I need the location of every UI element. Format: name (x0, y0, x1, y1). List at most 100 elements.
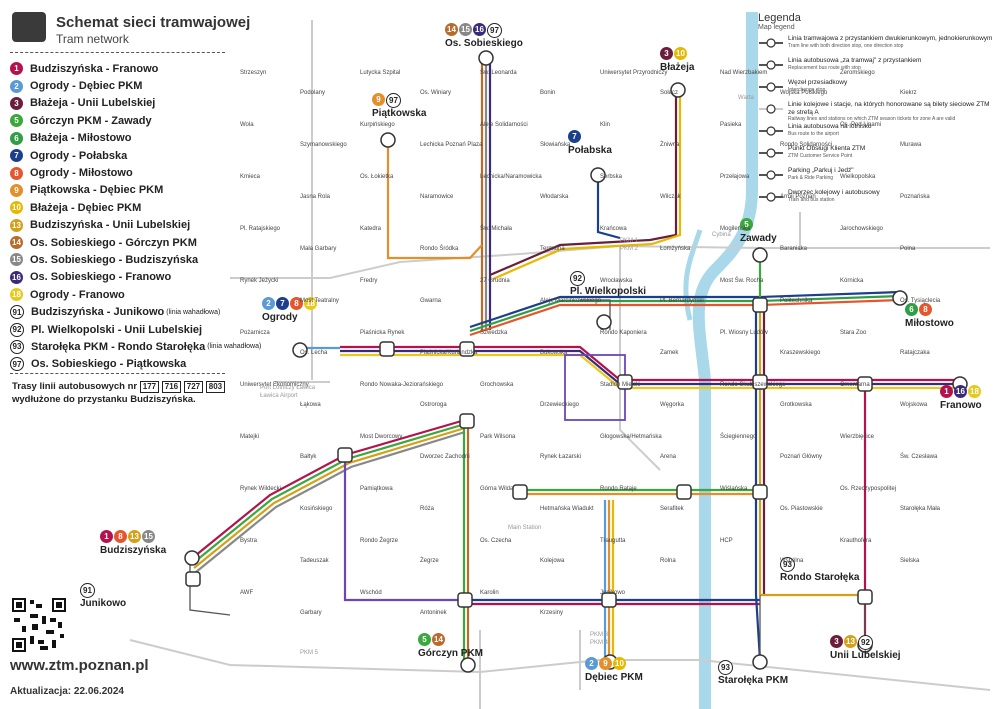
route-label: Os. Sobieskiego - Budziszyńska (30, 253, 199, 266)
bus-line-icon (758, 57, 784, 73)
terminal-lines: 92 (570, 271, 585, 286)
stop-label: Kmieca (240, 174, 261, 180)
route-label: Budziszyńska - Junikowo (31, 306, 165, 319)
terminal-lines: 93 (718, 660, 733, 675)
stop-label: Sołacz (660, 90, 679, 96)
divider (10, 373, 225, 374)
line-number-badge: 2 (585, 657, 598, 670)
line-number-badge: 3 (660, 47, 673, 60)
route-item: 91 Budziszyńska - Junikowo(linia wahadłow… (10, 303, 230, 320)
legend-subtitle: Map legend (758, 24, 795, 31)
tram-line-icon (758, 35, 784, 51)
route-number-badge: 15 (10, 253, 23, 267)
stop-label: Stara Zoo (840, 330, 867, 336)
customer-service-icon (758, 145, 784, 161)
terminal-label: Dębiec PKM (585, 672, 643, 683)
route-label: Piątkowska - Dębiec PKM (30, 184, 164, 197)
stop-label: Jarochowskiego (840, 226, 884, 232)
route-note: (linia wahadłowa) (166, 308, 221, 316)
line-number-badge: 14 (445, 23, 458, 36)
pkm-label: PKM 3 (590, 632, 609, 638)
stop-label: Klin (600, 122, 611, 128)
stop-label: Wiślańska (720, 486, 748, 492)
station-icon (758, 189, 784, 205)
route-number-badge: 5 (10, 114, 23, 128)
stop-label: Murawa (900, 142, 922, 148)
route-label: Górczyn PKM - Zawady (30, 114, 152, 127)
legend-text-en: Park & Ride Parking (788, 174, 834, 181)
legend-text-en: ZTM Customer Service Point (788, 152, 853, 159)
stop-label: Jasna Rola (300, 194, 331, 200)
line-number-badge: 15 (459, 23, 472, 36)
stop-label: Rondo Żegrze (360, 538, 399, 544)
railway-icon (758, 101, 784, 117)
stop-label: Wschód (360, 590, 382, 596)
terminal-lines: 91 (80, 583, 95, 598)
stop-label: Most Dworcowy (360, 434, 403, 440)
stop-label: Stadion Miejski (600, 382, 641, 388)
stop-label: Pamiątkowa (360, 486, 393, 492)
stop-label: Tadeuszak (300, 558, 329, 564)
line-number-badge: 91 (80, 583, 95, 598)
website-link[interactable]: www.ztm.poznan.pl (10, 657, 149, 674)
terminal-lines: 7 (568, 130, 581, 143)
stop-label: Sielska (900, 558, 920, 564)
stop-label: Wilczak (660, 194, 681, 200)
terminal-label: Budziszyńska (100, 545, 167, 556)
legend-text-en: Railway lines and stations on which ZTM … (788, 116, 956, 122)
route-label: Błażeja - Unii Lubelskiej (30, 97, 156, 110)
bus-line-box: 716 (161, 381, 182, 393)
stop-label: Strzeszyn (240, 70, 267, 76)
route-label: Ogrody - Dębiec PKM (30, 80, 143, 93)
terminal-label: Starołęka PKM (718, 675, 789, 686)
legend-text: Parking „Parkuj i Jedź" (788, 167, 854, 174)
stop-label: Rynek Łazarski (540, 454, 582, 460)
line-number-badge: 97 (386, 93, 401, 108)
stop-label: Krzesiny (540, 610, 564, 616)
route-label: Os. Sobieskiego - Franowo (30, 271, 172, 284)
legend-text-en: Tram line with both direction stop, one … (788, 42, 904, 49)
stop-label: Kórnicka (840, 278, 864, 284)
route-number-badge: 91 (10, 305, 24, 320)
line-number-badge: 15 (142, 530, 155, 543)
update-date: Aktualizacja: 22.06.2024 (10, 686, 124, 697)
stop-label: Pl. Ratajskiego (240, 226, 281, 232)
line-number-badge: 9 (372, 93, 385, 106)
bus-note: Trasy linii autobusowych nr 177 716 727 … (12, 380, 227, 406)
line-number-badge: 5 (740, 218, 753, 231)
route-label: Błażeja - Miłostowo (30, 132, 132, 145)
stop-label: Wojska Polskiego (780, 90, 828, 96)
stop-label: Uniwersytet Ekonomiczny (240, 382, 309, 388)
route-label: Ogrody - Franowo (30, 288, 125, 301)
stop-label: Antoninek (420, 610, 447, 616)
route-label: Pl. Wielkopolski - Unii Lubelskiej (31, 323, 203, 336)
stop-label: Garbary (300, 610, 322, 616)
terminal-label: Połabska (568, 145, 612, 156)
stop-label: Pl. Wiosny Ludów (720, 330, 768, 336)
legend-text: Linia tramwajowa z przystankiem dwukieru… (788, 35, 993, 42)
stop-label: Drzewieckiego (540, 402, 580, 408)
terminal-label: Zawady (740, 233, 777, 244)
stop-label: Pożarnicza (240, 330, 270, 336)
stop-label: AWF (240, 590, 254, 596)
qr-code-icon[interactable] (12, 598, 66, 652)
bus-line-box: 727 (183, 381, 204, 393)
stop-label: Nad Wierzbakiem (720, 70, 768, 76)
line-number-badge: 1 (940, 385, 953, 398)
route-number-badge: 10 (10, 201, 23, 215)
stop-label: Piaśnicka Rynek (360, 330, 405, 336)
legend-title: Legenda (758, 12, 801, 24)
route-number-badge: 92 (10, 322, 24, 337)
route-number-badge: 8 (10, 166, 23, 180)
stop-label: Uniwersytet Przyrodniczy (600, 70, 668, 76)
stop-label: Wierzbięcice (840, 434, 875, 440)
stop-label: Wrocławska (600, 278, 633, 284)
